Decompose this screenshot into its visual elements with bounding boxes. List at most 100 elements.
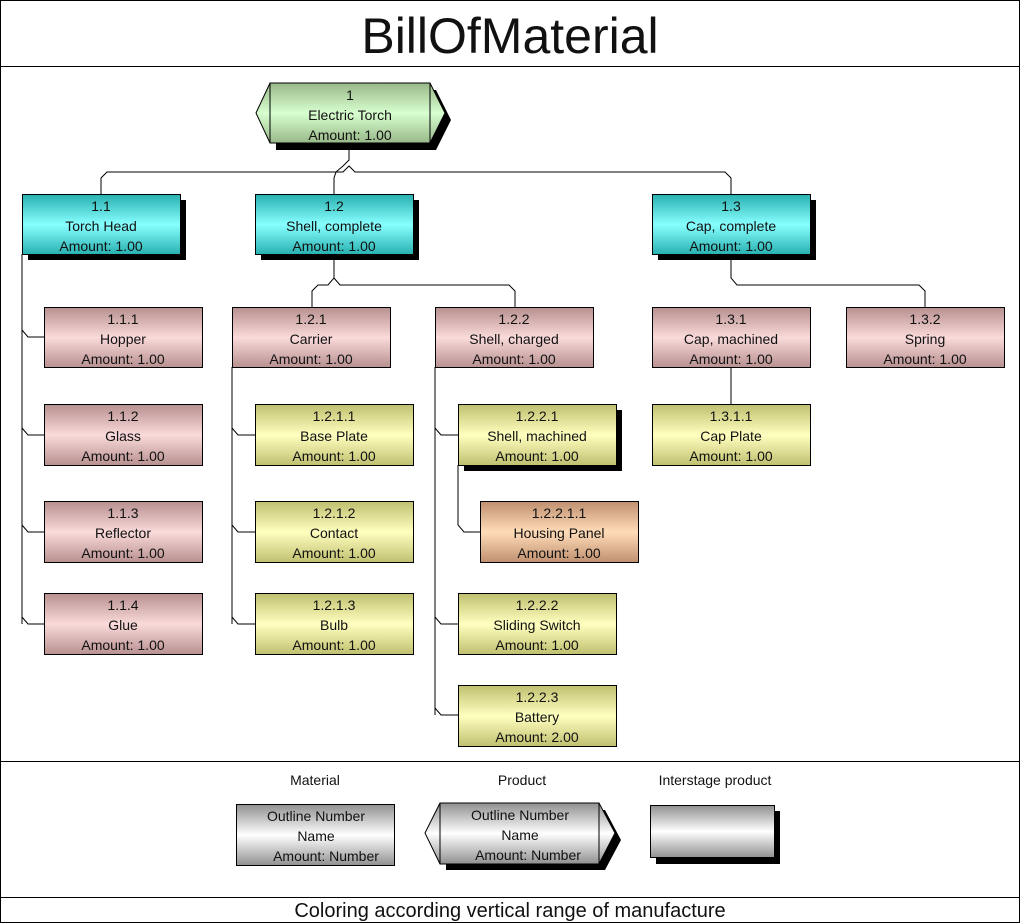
node-number: 1.3.1 — [715, 311, 746, 327]
node-number: 1.2.1.2 — [313, 505, 356, 521]
node-amount: Amount: 1.00 — [81, 545, 164, 561]
node-name: Battery — [515, 709, 559, 725]
node-box — [44, 501, 203, 563]
node-amount: Amount: 1.00 — [472, 351, 555, 367]
node-box — [458, 593, 617, 655]
node-number: 1.3.1.1 — [710, 408, 753, 424]
node-number: 1.3.2 — [909, 311, 940, 327]
node-box — [480, 501, 639, 563]
footer-caption: Coloring according vertical range of man… — [294, 900, 725, 922]
node-box — [232, 307, 391, 368]
node-name: Sliding Switch — [493, 617, 580, 633]
node-box — [652, 307, 811, 368]
node-amount: Amount: 1.00 — [59, 238, 142, 254]
node-amount: Amount: 1.00 — [292, 448, 375, 464]
legend-material-number: Outline Number — [267, 808, 365, 824]
node-name: Cap Plate — [700, 428, 762, 444]
node-box — [652, 194, 811, 255]
node-name: Spring — [905, 331, 945, 347]
node-number: 1.2.1.1 — [313, 408, 356, 424]
connector-line — [335, 143, 350, 173]
node-amount: Amount: 1.00 — [689, 238, 772, 254]
legend-product-name: Name — [501, 827, 539, 843]
legend: Material Product Interstage product Outl… — [236, 772, 780, 870]
node-amount: Amount: 1.00 — [308, 127, 391, 143]
connector-line — [21, 254, 44, 625]
node-amount: Amount: 1.00 — [292, 545, 375, 561]
legend-material-amount: Amount: Number — [273, 848, 379, 864]
node-name: Glue — [108, 617, 138, 633]
node-name: Cap, complete — [686, 218, 776, 234]
node-box — [255, 593, 414, 655]
node-name: Cap, machined — [684, 331, 778, 347]
node-box — [255, 404, 414, 466]
node-amount: Amount: 1.00 — [269, 351, 352, 367]
node-name: Contact — [310, 525, 358, 541]
node-box — [22, 194, 181, 255]
connector-line — [333, 171, 337, 194]
node-number: 1.1 — [91, 198, 111, 214]
node-amount: Amount: 1.00 — [495, 637, 578, 653]
legend-material-box — [236, 804, 395, 866]
node-amount: Amount: 1.00 — [689, 448, 772, 464]
node-box — [458, 404, 617, 466]
node-box — [44, 307, 203, 368]
node-number: 1.2.2.1.1 — [532, 505, 587, 521]
node-number: 1.2 — [324, 198, 344, 214]
connectors — [21, 143, 926, 716]
node-name: Torch Head — [65, 218, 137, 234]
node-number: 1.1.4 — [107, 597, 138, 613]
node-name: Shell, machined — [487, 428, 587, 444]
node-amount: Amount: 1.00 — [517, 545, 600, 561]
node-box — [255, 194, 414, 255]
node-box — [846, 307, 1005, 368]
node-amount: Amount: 1.00 — [81, 448, 164, 464]
legend-product-label: Product — [498, 772, 546, 788]
node-name: Carrier — [290, 331, 333, 347]
node-name: Shell, complete — [286, 218, 382, 234]
node-number: 1.3 — [721, 198, 741, 214]
connector-line — [231, 367, 255, 625]
connector-line — [100, 165, 732, 194]
node-number: 1.2.2.1 — [516, 408, 559, 424]
node-amount: Amount: 1.00 — [689, 351, 772, 367]
node-amount: Amount: 1.00 — [81, 637, 164, 653]
node-name: Hopper — [100, 331, 146, 347]
node-name: Glass — [105, 428, 141, 444]
node-number: 1.1.1 — [107, 311, 138, 327]
node-box — [44, 593, 203, 655]
node-number: 1.2.2.2 — [516, 597, 559, 613]
legend-material-name: Name — [297, 828, 335, 844]
node-number: 1.2.1 — [295, 311, 326, 327]
node-box — [435, 307, 594, 368]
diagram-title: BillOfMaterial — [361, 8, 658, 64]
node-amount: Amount: 1.00 — [81, 351, 164, 367]
node-box — [652, 404, 811, 466]
legend-product-number: Outline Number — [471, 807, 569, 823]
node-box — [458, 685, 617, 747]
node-name: Base Plate — [300, 428, 368, 444]
connector-line — [311, 254, 516, 307]
legend-interstage-label: Interstage product — [659, 772, 772, 788]
